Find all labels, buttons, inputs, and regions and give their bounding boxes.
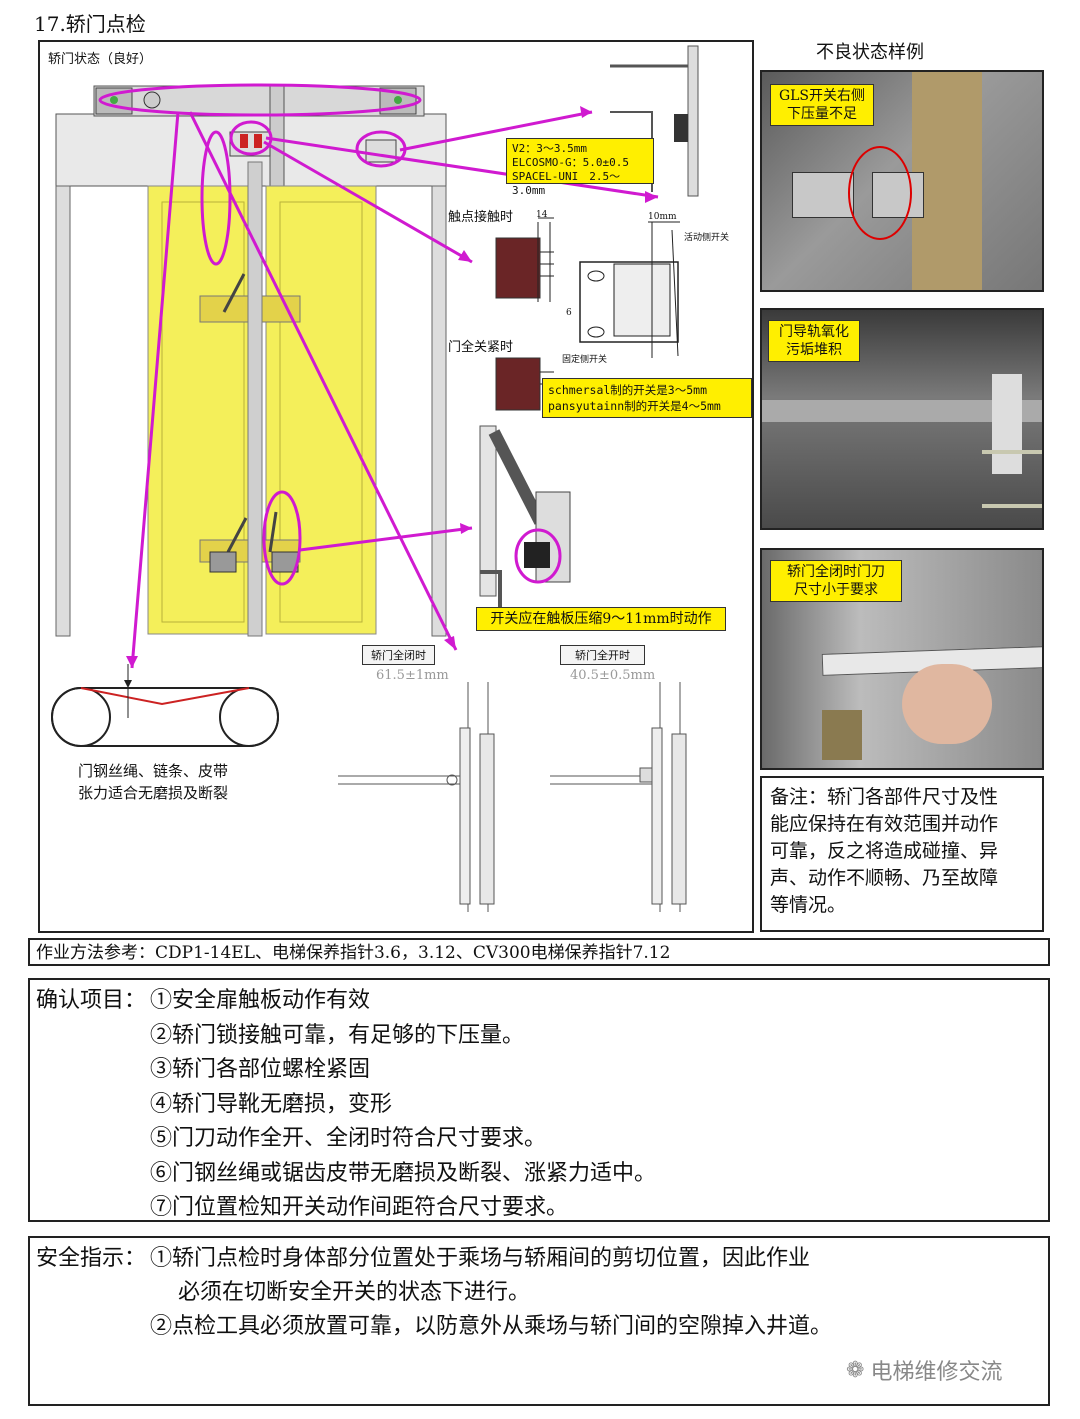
wechat-icon: ❁ bbox=[846, 1357, 865, 1383]
status-label: 轿门状态（良好） bbox=[48, 52, 153, 67]
photo-door-knife: 轿门全闭时门刀 尺寸小于要求 bbox=[760, 548, 1044, 770]
dim-6: 6 bbox=[566, 308, 572, 318]
rope-caption: 门钢丝绳、链条、皮带 张力适合无磨损及断裂 bbox=[78, 762, 229, 802]
switch-note: schmersal制的开关是3～5mm pansyutainn制的开关是4～5m… bbox=[542, 378, 752, 418]
photo2-label: 门导轨氧化 污垢堆积 bbox=[768, 320, 860, 362]
list-item: ①安全扉触板动作有效 bbox=[150, 988, 371, 1013]
safety-box: 安全指示： ①轿门点检时身体部分位置处于乘场与轿厢间的剪切位置，因此作业 必须在… bbox=[28, 1236, 1050, 1406]
fixed-switch-label: 固定侧开关 bbox=[562, 355, 608, 365]
watermark: ❁ 电梯维修交流 bbox=[846, 1357, 1003, 1386]
moving-switch-label: 活动侧开关 bbox=[684, 233, 730, 243]
main-diagram-panel: 轿门状态（良好） bbox=[38, 40, 754, 933]
car-door-diagram bbox=[51, 45, 699, 912]
confirm-list: ①安全扉触板动作有效 ②轿门锁接触可靠，有足够的下压量。 ③轿门各部位螺栓紧固 … bbox=[150, 984, 656, 1226]
method-reference: 作业方法参考：CDP1-14EL、电梯保养指针3.6，3.12、CV300电梯保… bbox=[28, 938, 1050, 966]
confirm-label: 确认项目： bbox=[36, 988, 147, 1013]
remark-box: 备注：轿门各部件尺寸及性 能应保持在有效范围并动作 可靠，反之将造成碰撞、异 声… bbox=[760, 776, 1044, 932]
photo-door-rail: 门导轨氧化 污垢堆积 bbox=[760, 308, 1044, 530]
full-close-label: 门全关紧时 bbox=[448, 340, 514, 355]
compress-note: 开关应在触板压缩9～11mm时动作 bbox=[476, 607, 726, 631]
bad-examples-title: 不良状态样例 bbox=[816, 42, 924, 63]
safety-line-3: ②点检工具必须放置可靠，以防意外从乘场与轿门间的空隙掉入井道。 bbox=[150, 1314, 833, 1339]
dim-14: 14 bbox=[536, 210, 548, 220]
safety-line-1: ①轿门点检时身体部分位置处于乘场与轿厢间的剪切位置，因此作业 bbox=[150, 1246, 811, 1271]
list-item: ⑦门位置检知开关动作间距符合尺寸要求。 bbox=[150, 1195, 569, 1220]
open-tag: 轿门全开时 bbox=[560, 645, 645, 665]
list-item: ③轿门各部位螺栓紧固 bbox=[150, 1057, 371, 1082]
closed-dim: 61.5±1mm bbox=[376, 668, 449, 683]
safety-label: 安全指示： bbox=[36, 1246, 147, 1271]
confirm-items-box: 确认项目： ①安全扉触板动作有效 ②轿门锁接触可靠，有足够的下压量。 ③轿门各部… bbox=[28, 978, 1050, 1222]
photo3-label: 轿门全闭时门刀 尺寸小于要求 bbox=[770, 560, 902, 602]
dim-10mm: 10mm bbox=[648, 212, 677, 222]
section-title: 17.轿门点检 bbox=[34, 12, 146, 36]
safety-line-2: 必须在切断安全开关的状态下进行。 bbox=[178, 1280, 531, 1305]
open-dim: 40.5±0.5mm bbox=[570, 668, 656, 683]
spec-box: V2：3～3.5mm ELCOSMO-G：5.0±0.5 SPACEL-UNI … bbox=[506, 138, 654, 197]
closed-tag: 轿门全闭时 bbox=[362, 645, 435, 665]
list-item: ④轿门导靴无磨损，变形 bbox=[150, 1091, 393, 1117]
list-item: ②轿门锁接触可靠，有足够的下压量。 bbox=[150, 1022, 525, 1048]
touch-label: 触点接触时 bbox=[448, 210, 514, 225]
photo1-label: GLS开关右侧 下压量不足 bbox=[770, 84, 874, 126]
list-item: ⑥门钢丝绳或锯齿皮带无磨损及断裂、涨紧力适中。 bbox=[150, 1160, 657, 1186]
list-item: ⑤门刀动作全开、全闭时符合尺寸要求。 bbox=[150, 1126, 547, 1151]
photo-gls-switch: GLS开关右侧 下压量不足 bbox=[760, 70, 1044, 292]
